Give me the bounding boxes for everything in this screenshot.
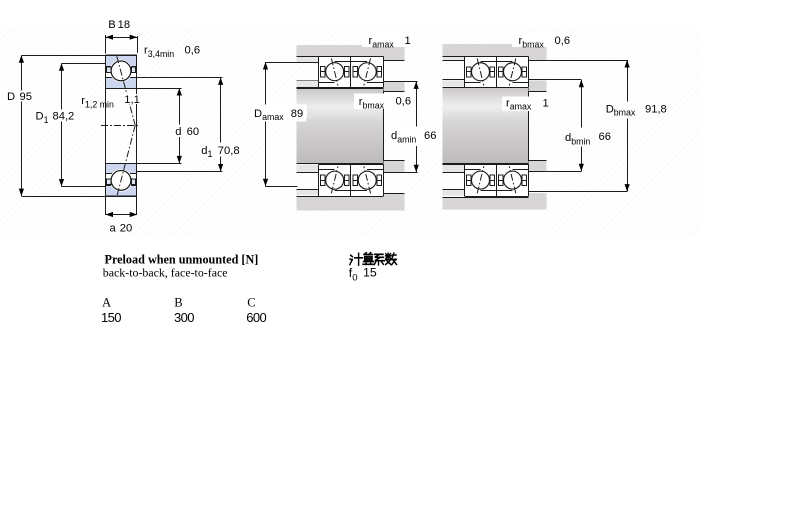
svg-text:rbmax: rbmax	[519, 35, 545, 49]
svg-text:d: d	[175, 126, 181, 138]
svg-text:150: 150	[101, 310, 121, 325]
svg-text:70,8: 70,8	[218, 145, 240, 157]
svg-text:91,8: 91,8	[645, 104, 667, 116]
svg-text:1,1: 1,1	[124, 94, 140, 106]
svg-text:Damax: Damax	[254, 108, 284, 122]
svg-text:18: 18	[118, 19, 130, 31]
svg-text:a: a	[110, 222, 117, 234]
svg-text:rbmax: rbmax	[359, 96, 385, 110]
svg-text:B: B	[108, 19, 115, 31]
svg-text:60: 60	[187, 126, 199, 138]
svg-text:Preload when unmounted [N]: Preload when unmounted [N]	[105, 252, 259, 266]
svg-text:damin: damin	[391, 130, 416, 144]
svg-text:0,6: 0,6	[555, 35, 571, 47]
svg-text:ramax: ramax	[369, 35, 395, 49]
svg-text:r3,4min: r3,4min	[144, 45, 174, 59]
svg-text:20: 20	[120, 222, 132, 234]
svg-text:0,6: 0,6	[396, 95, 412, 107]
svg-text:66: 66	[599, 131, 611, 143]
svg-text:r1,2 min: r1,2 min	[81, 95, 114, 109]
svg-text:600: 600	[246, 310, 266, 325]
svg-text:f0: f0	[349, 266, 358, 283]
svg-text:300: 300	[174, 310, 194, 325]
svg-text:D1: D1	[36, 111, 52, 125]
svg-text:1: 1	[543, 98, 549, 110]
svg-text:84,2: 84,2	[53, 111, 75, 123]
svg-text:1: 1	[405, 35, 411, 47]
svg-text:66: 66	[424, 130, 436, 142]
svg-text:A: A	[102, 296, 111, 310]
svg-text:15: 15	[363, 266, 377, 280]
svg-text:dbmin: dbmin	[565, 132, 590, 146]
svg-text:95: 95	[20, 91, 32, 103]
svg-text:B: B	[174, 296, 182, 310]
svg-text:89: 89	[291, 108, 303, 120]
svg-text:Dbmax: Dbmax	[606, 104, 636, 118]
svg-text:C: C	[247, 296, 255, 310]
svg-text:back-to-back, face-to-face: back-to-back, face-to-face	[103, 266, 228, 280]
svg-text:ramax: ramax	[506, 98, 532, 112]
svg-text:d1: d1	[201, 145, 212, 159]
svg-text:D: D	[7, 91, 15, 103]
svg-text:0,6: 0,6	[185, 45, 201, 57]
